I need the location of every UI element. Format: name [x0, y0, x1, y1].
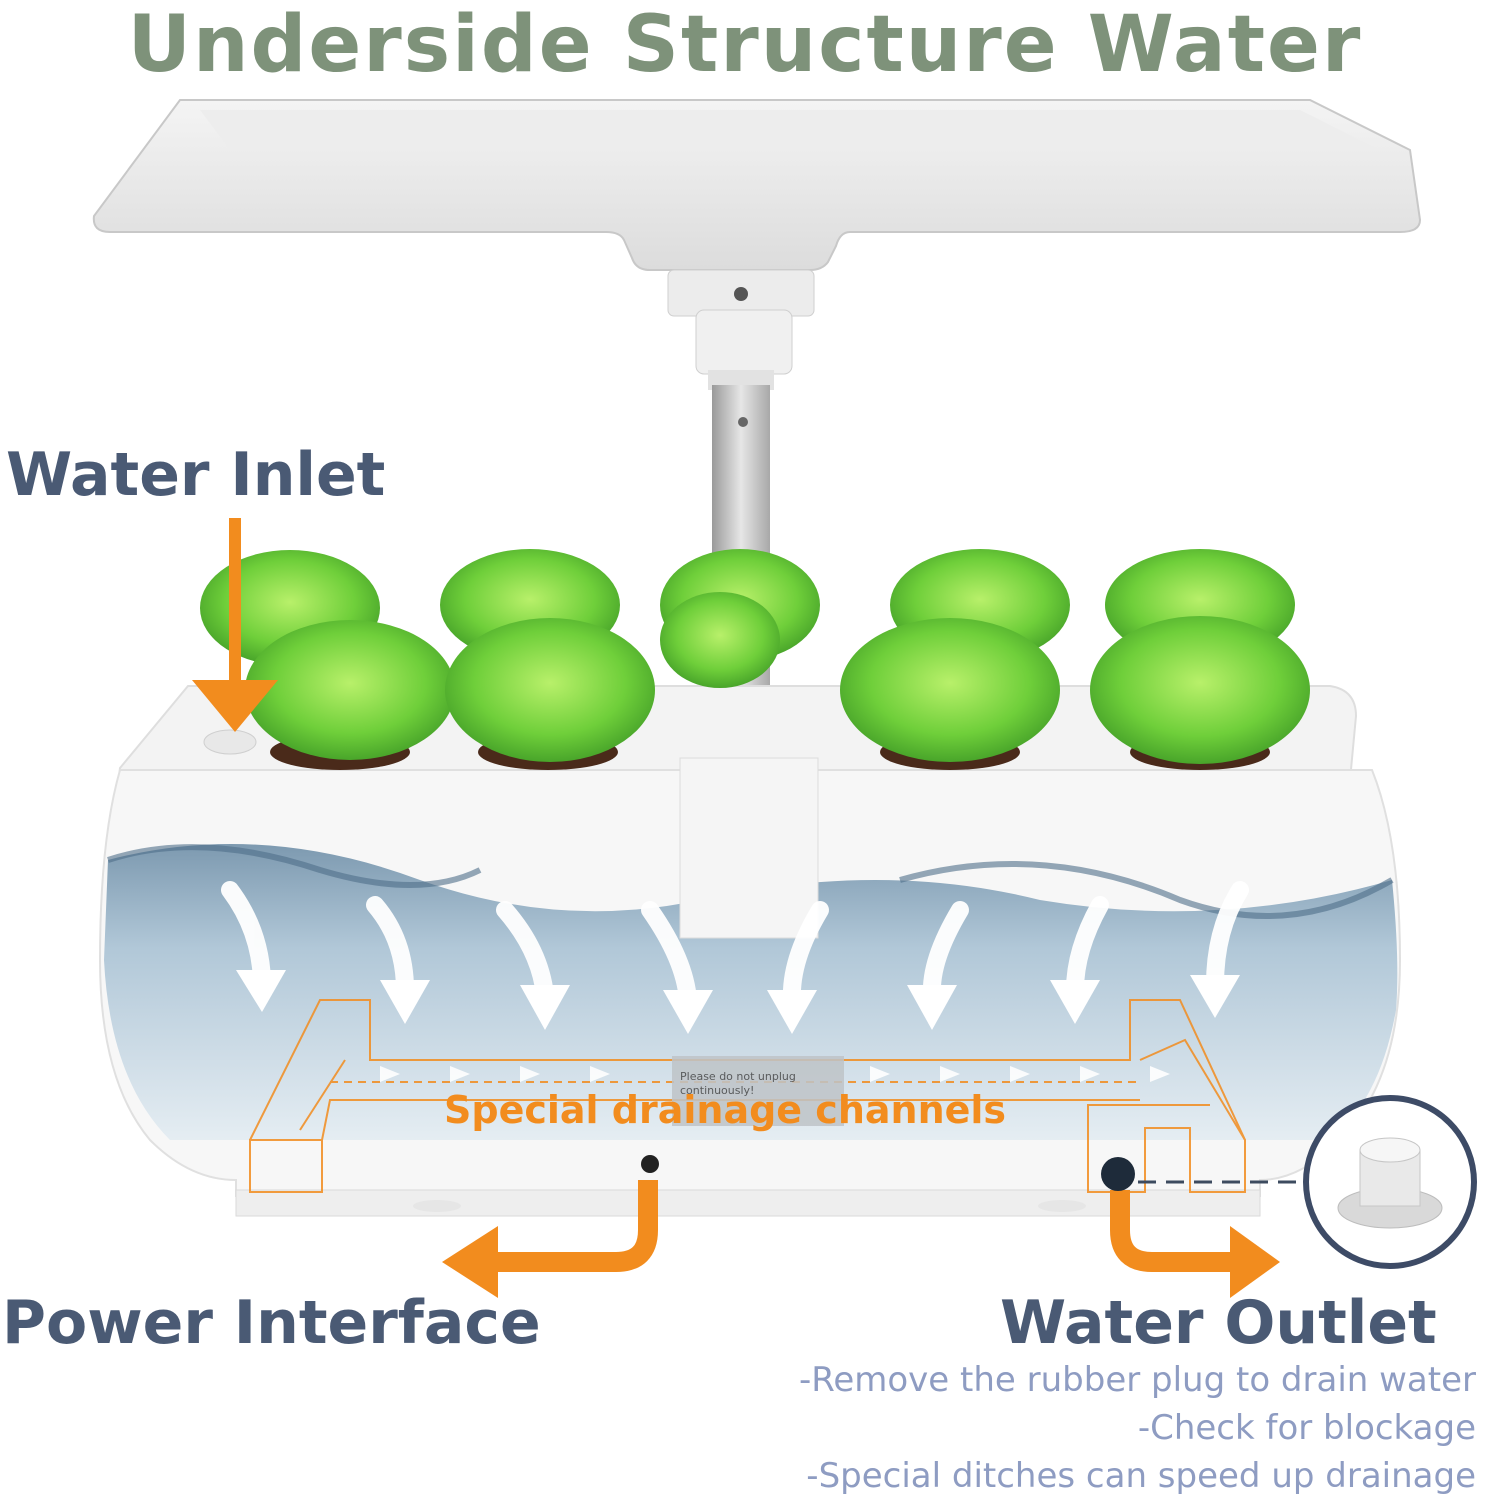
power-port: [641, 1155, 659, 1173]
outlet-note: -Check for blockage: [1137, 1408, 1476, 1448]
drainage-channels-label: Special drainage channels: [444, 1088, 1007, 1132]
water-outlet-label: Water Outlet: [1000, 1288, 1437, 1358]
channel-flow-arrows: [380, 1066, 1170, 1082]
warning-sticker: Please do not unplug continuously!: [672, 1056, 844, 1126]
drainage-channel: [249, 999, 1246, 1193]
water-inlet-label: Water Inlet: [6, 440, 386, 510]
water-outlet-arrow: [1110, 1190, 1240, 1272]
outlet-note: -Remove the rubber plug to drain water: [798, 1360, 1476, 1400]
lettuce-plants: [200, 549, 1310, 770]
grow-light-panel: [92, 99, 1422, 271]
rubber-plug: [1337, 1137, 1443, 1229]
flow-arrowheads: [236, 970, 1240, 1034]
power-interface-label: Power Interface: [2, 1288, 541, 1358]
planter-body: [98, 685, 1402, 1217]
sticker-line-1: Please do not unplug: [680, 1070, 796, 1083]
outlet-note: -Special ditches can speed up drainage: [806, 1456, 1476, 1496]
power-interface-arrow: [490, 1180, 658, 1272]
water-inlet-arrow: [192, 518, 278, 732]
drain-port: [1101, 1157, 1135, 1191]
outlet-arrowhead: [1230, 1226, 1280, 1298]
sticker-line-2: continuously!: [680, 1084, 755, 1097]
power-arrowhead: [442, 1226, 498, 1298]
